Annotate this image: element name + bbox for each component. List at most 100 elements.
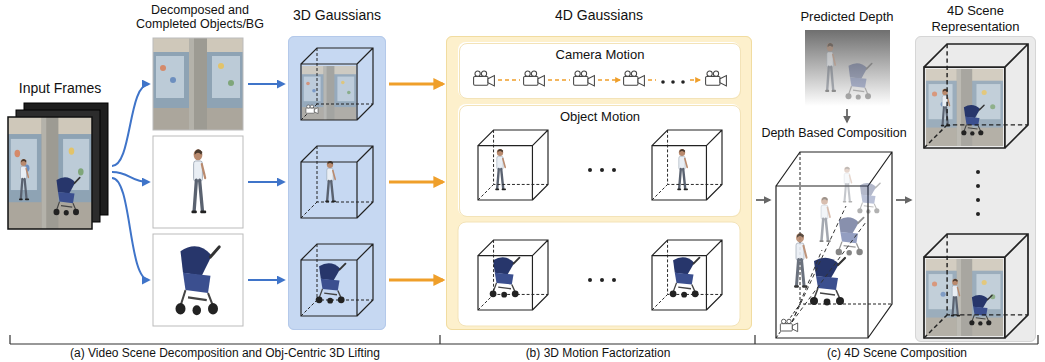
camera-trajectory-part — [474, 71, 495, 86]
panel-heading: 4D Scene Representation — [915, 3, 1036, 35]
object-motion-cubes-part — [612, 168, 616, 172]
depth-composition-part — [896, 199, 911, 201]
scene-cubes-part — [969, 295, 992, 326]
scene-cubes-part — [924, 234, 1028, 338]
white-box-ground — [458, 104, 740, 216]
object-motion-cubes-part — [678, 149, 687, 189]
scene-cubes-part — [976, 170, 980, 174]
camera-trajectory-part — [671, 80, 675, 84]
depth-map-part — [826, 43, 835, 91]
depth-composition-part — [844, 167, 852, 202]
motion-arrow — [389, 181, 443, 184]
section-bracket-part — [10, 343, 1038, 344]
image-label: Decomposed and Completed Objects/BG — [129, 3, 271, 32]
decomposition-arrows-part — [112, 178, 149, 280]
scene-cubes-part — [952, 279, 960, 316]
depth-composition-part — [795, 233, 807, 286]
gaussian-panel: 3D Gaussians — [288, 36, 386, 330]
object-motion-cubes-part — [490, 257, 520, 297]
decomposed-images-part — [193, 149, 206, 212]
camera-trajectory-part — [690, 79, 700, 81]
camera-trajectory-part — [574, 71, 595, 86]
object-motion-cubes-part — [600, 168, 604, 172]
image-label-slot: Decomposed and Completed Objects/BG — [129, 3, 271, 32]
gaussian-cubes-part — [301, 244, 373, 316]
blue-panel-ground — [288, 36, 386, 330]
scene-cubes-part — [926, 69, 1003, 146]
decomposed-images-part — [176, 246, 220, 315]
image-label: Predicted Depth — [782, 10, 912, 25]
depth-composition-part — [776, 152, 892, 338]
scene-panel: 4D Scene Representation — [915, 36, 1036, 342]
decomposed-images-part — [153, 136, 243, 228]
object-motion-cubes-part — [652, 240, 722, 310]
section-caption: (a) Video Scene Decomposition and Obj-Ce… — [10, 347, 440, 360]
scene-cubes-part — [926, 259, 1003, 336]
yellow-panel-ground — [446, 36, 752, 330]
decomposition-arrows-part — [248, 181, 284, 183]
camera-trajectory-part — [681, 80, 685, 84]
white-box-ground — [458, 222, 740, 326]
gaussian-cubes-part — [326, 161, 335, 201]
motion-box: Object Motion — [459, 105, 741, 217]
scene-cubes-part — [924, 44, 1028, 148]
depth-composition-part — [780, 319, 797, 331]
section-caption-slot: (a) Video Scene Decomposition and Obj-Ce… — [10, 347, 440, 360]
camera-trajectory-part — [706, 71, 727, 86]
decomposition-arrows-part — [112, 84, 149, 166]
camera-trajectory-part — [498, 79, 620, 81]
gaussian-cubes-part — [302, 66, 356, 120]
input-label: Input Frames — [0, 80, 120, 96]
object-motion-cubes-part — [478, 240, 548, 310]
scene-cubes-part — [976, 212, 980, 216]
scene-cubes-part — [961, 105, 984, 136]
section-caption: (b) 3D Motion Factorization — [448, 347, 748, 360]
depth-composition-part — [820, 197, 830, 241]
section-caption-slot: (b) 3D Motion Factorization — [448, 347, 748, 360]
object-motion-cubes-part — [652, 130, 722, 200]
gaussian-cubes-part — [301, 146, 373, 218]
input-frames-part — [8, 117, 92, 229]
scene-cubes — [924, 44, 1028, 338]
depth-map — [805, 30, 890, 122]
camera-trajectory-part — [524, 71, 545, 86]
gaussian-panel: 4D GaussiansCamera MotionObject Motion — [446, 36, 752, 330]
depth-composition-part — [857, 183, 880, 214]
depth-map-part — [846, 109, 848, 122]
camera-trajectory-part — [661, 80, 665, 84]
decomposed-images-part — [153, 38, 243, 130]
motion-arrow — [389, 83, 443, 86]
step-label-slot: Depth Based Composition — [754, 126, 914, 140]
depth-composition-part — [810, 258, 845, 306]
decomposed-images-part — [153, 234, 243, 326]
scene-cubes-part — [976, 184, 980, 188]
panel-heading: 3D Gaussians — [262, 7, 412, 24]
depth-composition-part — [756, 199, 770, 201]
gaussian-cubes-part — [316, 263, 346, 303]
connector-group — [389, 84, 443, 280]
box-heading: Camera Motion — [556, 47, 645, 63]
scene-cubes-part — [976, 198, 980, 202]
section-caption: (c) 4D Scene Composition — [757, 347, 1037, 360]
box-heading: Object Motion — [560, 109, 640, 125]
decomposition-arrows — [112, 84, 284, 280]
panel-grounds — [288, 36, 1036, 342]
decomposition-arrows-part — [248, 279, 284, 281]
object-motion-cubes-part — [588, 168, 592, 172]
depth-composition — [756, 152, 911, 338]
camera-trajectory-part — [624, 71, 645, 86]
object-motion-cubes — [478, 130, 722, 310]
step-label: Depth Based Composition — [754, 126, 914, 140]
section-caption-slot: (c) 4D Scene Composition — [757, 347, 1037, 360]
motion-arrow — [389, 279, 443, 282]
camera-trajectory — [474, 71, 727, 86]
scene-cubes-part — [942, 89, 950, 126]
motion-box: Camera Motion — [459, 43, 741, 99]
image-label-slot: Predicted Depth — [782, 10, 912, 25]
input-label-slot: Input Frames — [0, 80, 120, 96]
input-frames-part — [54, 177, 80, 215]
depth-composition-part — [776, 152, 892, 338]
